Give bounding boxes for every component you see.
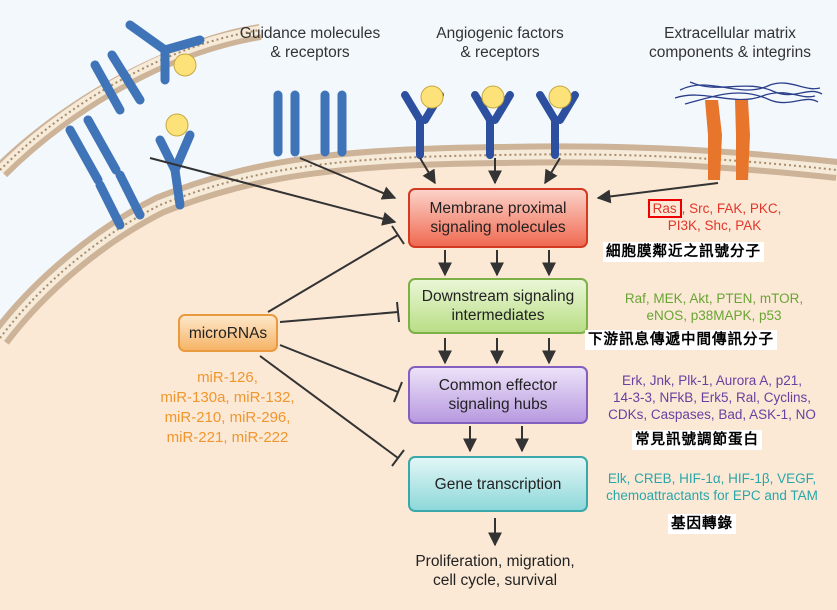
mirna-line2: miR-130a, miR-132, xyxy=(160,389,295,406)
ligand-icon xyxy=(173,53,197,77)
downstream-molecules-line1: Raf, MEK, Akt, PTEN, mTOR, xyxy=(624,291,804,306)
guidance-label-line1: Guidance molecules xyxy=(239,25,381,42)
ligand-icon xyxy=(481,85,505,109)
ligand-icon xyxy=(420,85,444,109)
downstream-box: Downstream signaling intermediates xyxy=(408,278,588,334)
guidance-label-line2: & receptors xyxy=(270,44,350,61)
transcription-molecules: Elk, CREB, HIF-1α, HIF-1β, VEGF, chemoat… xyxy=(594,470,830,504)
angiogenic-label-line1: Angiogenic factors xyxy=(436,25,564,42)
extracellular-space xyxy=(0,0,837,330)
transcription-molecules-line2: chemoattractants for EPC and TAM xyxy=(606,488,818,503)
membrane-molecules-line1: , Src, FAK, PKC, xyxy=(681,201,782,216)
membrane-molecules-line2: PI3K, Shc, PAK xyxy=(667,218,762,233)
downstream-molecules: Raf, MEK, Akt, PTEN, mTOR, eNOS, p38MAPK… xyxy=(598,290,830,324)
angiogenic-label-line2: & receptors xyxy=(460,44,540,61)
output-line1: Proliferation, migration, xyxy=(415,553,575,570)
membrane-box-line1: Membrane proximal xyxy=(429,200,567,217)
extracellular-matrix-icon xyxy=(674,81,823,105)
ecm-label-line1: Extracellular matrix xyxy=(664,25,796,42)
downstream-chinese-label: 下游訊息傳遞中間傳訊分子 xyxy=(585,330,777,350)
angiogenic-label: Angiogenic factors & receptors xyxy=(415,24,585,62)
inhibition-lines xyxy=(259,225,405,467)
mirna-line1: miR-126, xyxy=(197,369,258,386)
guidance-label: Guidance molecules & receptors xyxy=(225,24,395,62)
integrin-icon xyxy=(705,100,750,180)
membrane-chinese-label: 細胞膜鄰近之訊號分子 xyxy=(603,242,764,262)
mirna-list: miR-126, miR-130a, miR-132, miR-210, miR… xyxy=(140,368,315,448)
output-label: Proliferation, migration, cell cycle, su… xyxy=(390,552,600,590)
effector-molecules: Erk, Jnk, Plk-1, Aurora A, p21, 14-3-3, … xyxy=(592,372,832,423)
membrane-molecules: Ras, Src, FAK, PKC, PI3K, Shc, PAK xyxy=(612,199,817,234)
micrornas-box: microRNAs xyxy=(178,314,278,352)
ecm-label-line2: components & integrins xyxy=(649,44,811,61)
downstream-molecules-line2: eNOS, p38MAPK, p53 xyxy=(646,308,782,323)
ecm-label: Extracellular matrix components & integr… xyxy=(630,24,830,62)
ligand-icon xyxy=(165,113,189,137)
output-line2: cell cycle, survival xyxy=(432,572,558,589)
transcription-chinese-label: 基因轉錄 xyxy=(668,514,736,534)
effector-molecules-line3: CDKs, Caspases, Bad, ASK-1, NO xyxy=(608,407,816,422)
transcription-box-text: Gene transcription xyxy=(434,475,562,493)
effector-box: Common effector signaling hubs xyxy=(408,366,588,424)
effector-box-line1: Common effector xyxy=(438,377,558,394)
membrane-box-line2: signaling molecules xyxy=(430,219,566,236)
guidance-receptor-pair-icon xyxy=(273,90,347,157)
ras-highlight: Ras xyxy=(647,199,682,218)
activation-arrows xyxy=(149,157,719,547)
effector-chinese-label: 常見訊號調節蛋白 xyxy=(632,430,762,450)
downstream-box-line1: Downstream signaling xyxy=(421,288,575,305)
ligand-icon xyxy=(548,85,572,109)
effector-box-line2: signaling hubs xyxy=(448,396,548,413)
mirna-line4: miR-221, miR-222 xyxy=(166,429,289,446)
membrane-proximal-box: Membrane proximal signaling molecules xyxy=(408,188,588,248)
transcription-molecules-line1: Elk, CREB, HIF-1α, HIF-1β, VEGF, xyxy=(607,471,817,486)
guidance-receptor-icon xyxy=(65,20,205,230)
effector-molecules-line2: 14-3-3, NFkB, Erk5, Ral, Cyclins, xyxy=(612,390,812,405)
transcription-box: Gene transcription xyxy=(408,456,588,512)
mirna-line3: miR-210, miR-296, xyxy=(164,409,291,426)
micrornas-box-text: microRNAs xyxy=(188,324,268,342)
effector-molecules-line1: Erk, Jnk, Plk-1, Aurora A, p21, xyxy=(621,373,803,388)
downstream-box-line2: intermediates xyxy=(451,307,545,324)
